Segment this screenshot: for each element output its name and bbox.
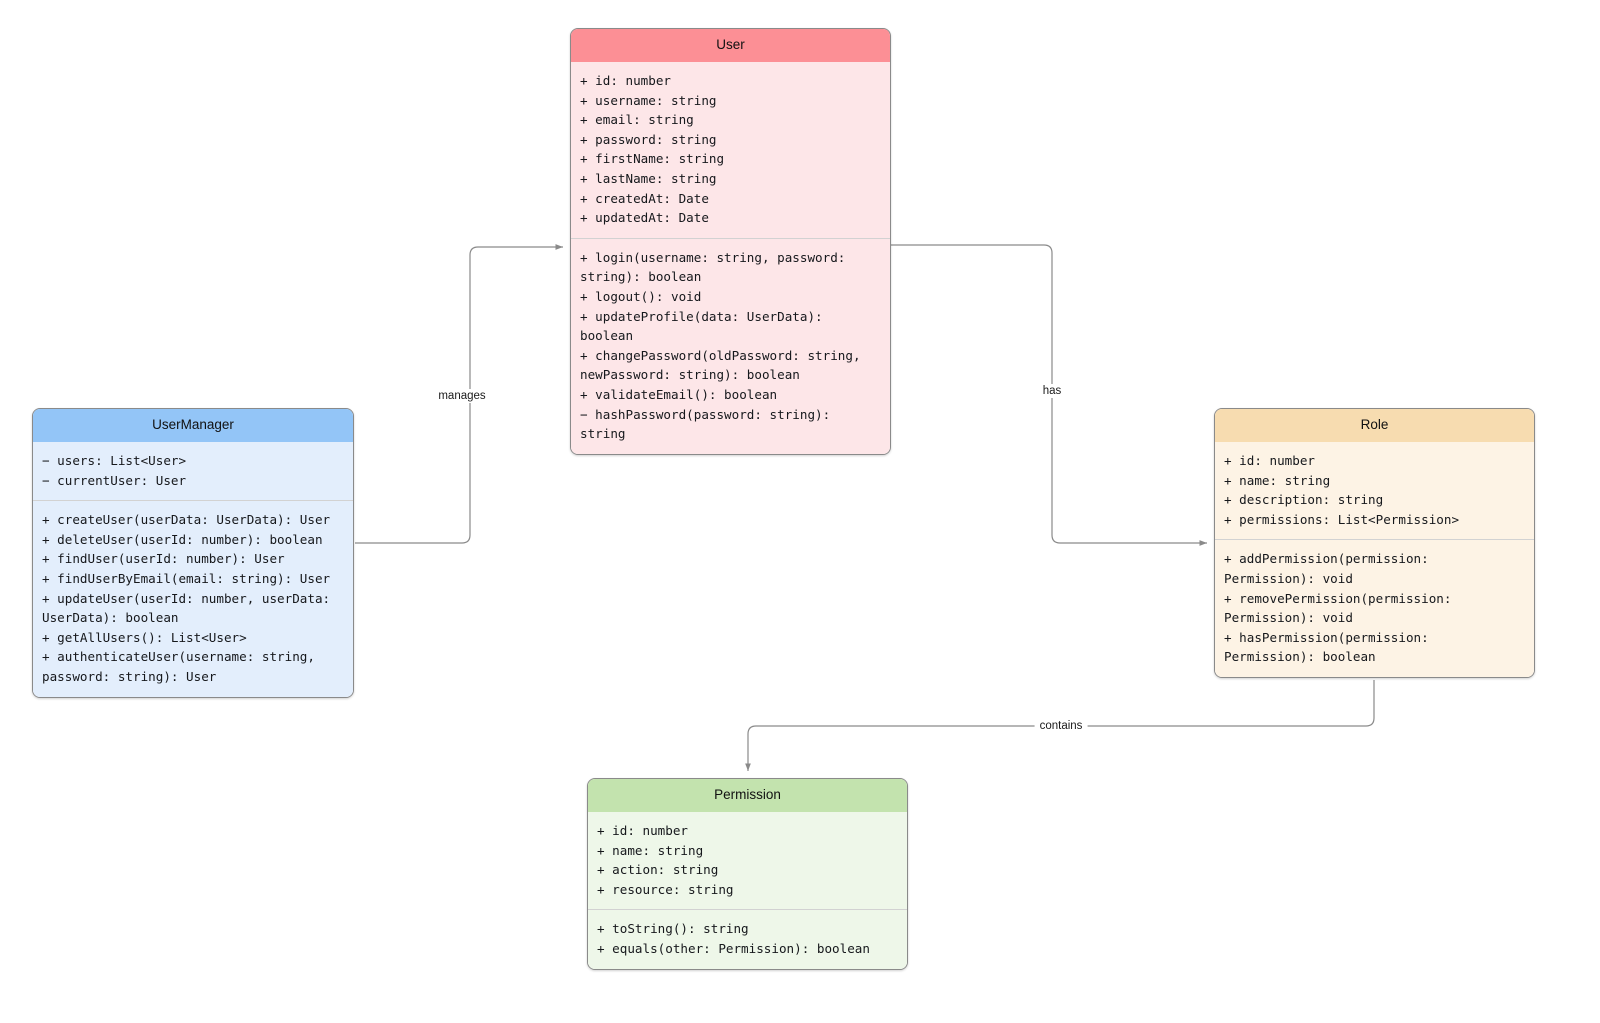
attribute-row: + firstName: string — [580, 151, 725, 167]
edge-label-contains: contains — [1034, 719, 1088, 733]
class-box-role[interactable]: Role + id: number + name: string + descr… — [1214, 408, 1535, 678]
class-title-user: User — [571, 29, 890, 62]
method-row: + removePermission(permission: Permissio… — [1224, 590, 1460, 626]
attribute-row: + password: string — [580, 131, 717, 147]
method-row: + findUser(userId: number): User — [42, 551, 285, 567]
attribute-row: + action: string — [597, 862, 719, 878]
method-row: + updateUser(userId: number, userData: U… — [42, 590, 338, 626]
method-row: + updateProfile(data: UserData): boolean — [580, 308, 831, 344]
methods-compartment-usermanager: + createUser(userData: UserData): User +… — [33, 500, 353, 697]
method-row: + validateEmail(): boolean — [580, 386, 778, 402]
edge-label-has: has — [1037, 384, 1067, 398]
method-row: + logout(): void — [580, 288, 702, 304]
attribute-row: + permissions: List<Permission> — [1224, 511, 1460, 527]
attributes-compartment-user: + id: number + username: string + email:… — [571, 62, 890, 238]
method-row: + hasPermission(permission: Permission):… — [1224, 629, 1437, 665]
methods-compartment-permission: + toString(): string + equals(other: Per… — [588, 909, 907, 969]
attribute-row: + lastName: string — [580, 170, 717, 186]
attributes-compartment-usermanager: − users: List<User> − currentUser: User — [33, 442, 353, 501]
attribute-row: − users: List<User> — [42, 453, 187, 468]
attribute-row: + updatedAt: Date — [580, 210, 709, 226]
attribute-row: + name: string — [1224, 472, 1331, 488]
method-row: + equals(other: Permission): boolean — [597, 940, 870, 956]
attribute-row: + username: string — [580, 92, 717, 108]
method-row: + addPermission(permission: Permission):… — [1224, 551, 1437, 586]
methods-compartment-user: + login(username: string, password: stri… — [571, 237, 890, 454]
edge-label-manages: manages — [433, 389, 491, 403]
attribute-row: + description: string — [1224, 492, 1384, 508]
method-row: + deleteUser(userId: number): boolean — [42, 531, 323, 547]
class-title-usermanager: UserManager — [33, 409, 353, 442]
method-row: − hashPassword(password: string): string — [580, 406, 838, 442]
attributes-compartment-role: + id: number + name: string + descriptio… — [1215, 442, 1534, 540]
attribute-row: + name: string — [597, 842, 704, 858]
method-row: + authenticateUser(username: string, pas… — [42, 649, 323, 684]
methods-compartment-role: + addPermission(permission: Permission):… — [1215, 539, 1534, 677]
method-row: + login(username: string, password: stri… — [580, 249, 853, 285]
attribute-row: + email: string — [580, 112, 694, 128]
method-row: + getAllUsers(): List<User> — [42, 629, 247, 645]
class-title-role: Role — [1215, 409, 1534, 442]
class-box-user[interactable]: User + id: number + username: string + e… — [570, 28, 891, 455]
class-box-usermanager[interactable]: UserManager − users: List<User> − curren… — [32, 408, 354, 698]
attribute-row: + id: number — [1224, 453, 1315, 468]
class-title-permission: Permission — [588, 779, 907, 812]
attribute-row: + id: number — [597, 823, 688, 838]
method-row: + createUser(userData: UserData): User — [42, 512, 331, 528]
attribute-row: + createdAt: Date — [580, 190, 709, 206]
class-box-permission[interactable]: Permission + id: number + name: string +… — [587, 778, 908, 970]
attribute-row: + id: number — [580, 73, 671, 88]
attributes-compartment-permission: + id: number + name: string + action: st… — [588, 812, 907, 910]
attribute-row: + resource: string — [597, 881, 734, 897]
method-row: + findUserByEmail(email: string): User — [42, 570, 331, 586]
method-row: + toString(): string — [597, 921, 749, 937]
attribute-row: − currentUser: User — [42, 472, 187, 488]
method-row: + changePassword(oldPassword: string, ne… — [580, 347, 869, 383]
